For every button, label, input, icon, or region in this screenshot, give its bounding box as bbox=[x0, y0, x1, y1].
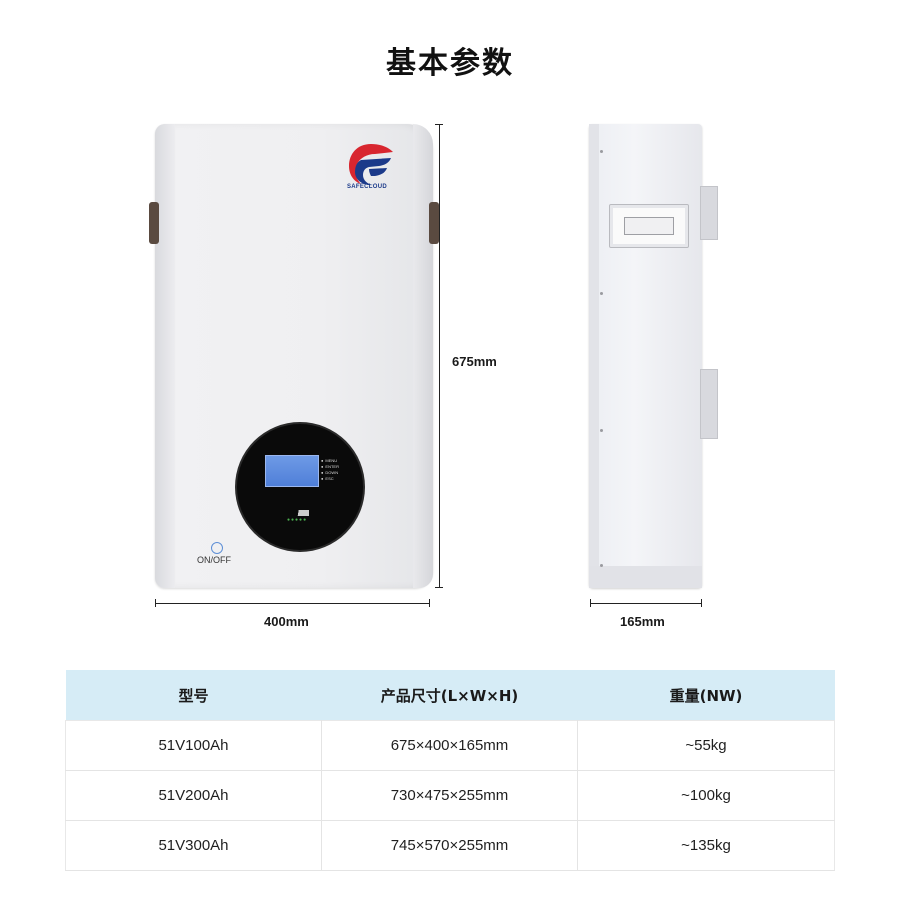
cell-weight: ~100kg bbox=[577, 770, 835, 821]
screw-dot bbox=[600, 564, 603, 567]
header-weight: 重量(NW) bbox=[577, 670, 835, 721]
cell-dimensions: 675×400×165mm bbox=[321, 720, 578, 771]
cell-dimensions: 730×475×255mm bbox=[321, 770, 578, 821]
cell-weight: ~135kg bbox=[577, 820, 835, 871]
screw-dot bbox=[600, 429, 603, 432]
esc-button[interactable]: ESC bbox=[321, 476, 339, 482]
side-handle-grip bbox=[624, 217, 674, 235]
power-label: ON/OFF bbox=[197, 555, 231, 565]
control-display-panel: MENU ENTER DOWN ESC ●●●●● bbox=[237, 424, 363, 550]
menu-buttons: MENU ENTER DOWN ESC bbox=[321, 458, 339, 482]
left-handle bbox=[149, 202, 159, 244]
cell-dimensions: 745×570×255mm bbox=[321, 820, 578, 871]
cell-weight: ~55kg bbox=[577, 720, 835, 771]
front-right-rim bbox=[413, 124, 433, 588]
battery-side-view bbox=[589, 124, 718, 588]
safecloud-logo-icon bbox=[349, 144, 393, 186]
depth-dim-right-tick bbox=[701, 599, 702, 607]
menu-button[interactable]: MENU bbox=[321, 458, 339, 464]
table-header-row: 型号 产品尺寸(L×W×H) 重量(NW) bbox=[65, 670, 835, 721]
side-handle bbox=[609, 204, 689, 248]
height-dim-bottom-tick bbox=[435, 587, 443, 588]
down-button[interactable]: DOWN bbox=[321, 470, 339, 476]
cell-model: 51V300Ah bbox=[65, 820, 322, 871]
width-dim-line bbox=[155, 603, 430, 604]
lcd-screen bbox=[265, 455, 319, 487]
side-bracket-bottom bbox=[700, 369, 718, 439]
soc-ramp-icon bbox=[291, 510, 309, 516]
side-front-strip bbox=[589, 124, 599, 588]
right-handle bbox=[429, 202, 439, 244]
header-dimensions: 产品尺寸(L×W×H) bbox=[321, 670, 578, 721]
battery-front-view: SAFECLOUD MENU ENTER DOWN ESC ●●●●● ON/O… bbox=[149, 124, 439, 588]
page-title: 基本参数 bbox=[386, 46, 514, 81]
depth-dim-line bbox=[590, 603, 702, 604]
depth-label: 165mm bbox=[620, 614, 665, 629]
table-row: 51V100Ah 675×400×165mm ~55kg bbox=[65, 720, 835, 771]
height-dim-line bbox=[439, 124, 440, 588]
front-left-edge bbox=[155, 124, 175, 588]
width-dim-right-tick bbox=[429, 599, 430, 607]
table-row: 51V200Ah 730×475×255mm ~100kg bbox=[65, 770, 835, 821]
enter-button[interactable]: ENTER bbox=[321, 464, 339, 470]
width-label: 400mm bbox=[264, 614, 309, 629]
height-label: 675mm bbox=[452, 354, 497, 369]
screw-dot bbox=[600, 150, 603, 153]
side-bottom-lip bbox=[589, 566, 702, 588]
cell-model: 51V200Ah bbox=[65, 770, 322, 821]
soc-led-indicators: ●●●●● bbox=[287, 517, 308, 523]
table-row: 51V300Ah 745×570×255mm ~135kg bbox=[65, 820, 835, 871]
screw-dot bbox=[600, 292, 603, 295]
spec-table: 型号 产品尺寸(L×W×H) 重量(NW) 51V100Ah 675×400×1… bbox=[65, 670, 835, 871]
header-model: 型号 bbox=[65, 670, 322, 721]
brand-text: SAFECLOUD bbox=[346, 184, 388, 190]
cell-model: 51V100Ah bbox=[65, 720, 322, 771]
side-bracket-top bbox=[700, 186, 718, 240]
power-icon[interactable] bbox=[211, 542, 223, 554]
